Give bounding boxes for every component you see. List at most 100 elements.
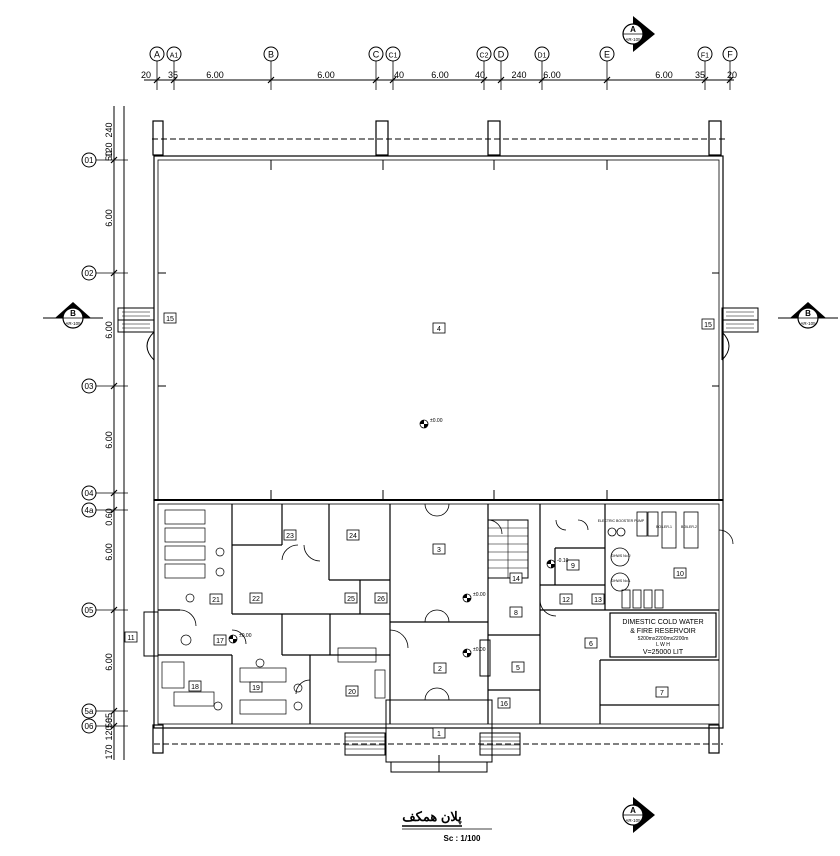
section-ref: AR-105 (800, 321, 816, 326)
left-dimensions: 240501206.006.006.000.606.006.0065120501… (104, 122, 114, 759)
grid-bubble-C1: C1 (385, 46, 401, 90)
room-tag: 26 (374, 592, 388, 604)
drawing-title: پلان همکف Sc : 1/100 (402, 809, 492, 843)
dimension-text: 35 (168, 70, 178, 80)
dimension-text: 6.00 (104, 209, 114, 227)
room-tag: 9 (566, 559, 580, 571)
grid-label: B (268, 50, 274, 60)
grid-label: D1 (538, 53, 547, 60)
room-tag: 24 (346, 529, 360, 541)
grid-bubble-02: 02 (81, 265, 128, 281)
dimension-text: 120 (104, 142, 114, 157)
grid-bubble-A: A (149, 46, 165, 90)
grid-label: 5a (85, 707, 94, 716)
room-tag: 6 (584, 637, 598, 649)
dimension-text: 20 (727, 70, 737, 80)
dimension-text: 170 (104, 744, 114, 759)
room-tag: 25 (344, 592, 358, 604)
grid-bubble-5a: 5a (81, 703, 128, 719)
room-tag: 16 (497, 697, 511, 709)
dimension-text: 6.00 (431, 70, 449, 80)
dimension-text: 6.00 (104, 431, 114, 449)
level-markers: ±0.00±0.00±0.00±0.00-0.10 (228, 418, 569, 658)
dimension-text: 6.00 (317, 70, 335, 80)
grid-bubble-A1: A1 (166, 46, 182, 90)
level-value: ±0.00 (473, 592, 486, 598)
grid-bubble-04: 04 (81, 485, 128, 501)
room-number: 24 (349, 533, 357, 540)
room-tag: 12 (559, 593, 573, 605)
section-mark-B: B AR-105 (778, 302, 838, 329)
room-number: 3 (437, 547, 441, 554)
room-tag: 8 (509, 606, 523, 618)
dimension-text: 40 (475, 70, 485, 80)
equipment-label: DHWS No.2 (611, 554, 630, 558)
dimension-text: 240 (104, 122, 114, 137)
grid-label: A (154, 50, 160, 60)
grid-bubble-03: 03 (81, 378, 128, 394)
room-number: 13 (594, 597, 602, 604)
room-number: 7 (660, 690, 664, 697)
equipment-label: ELECTRIC BOOSTER PUMP (598, 519, 645, 523)
room-number: 2 (438, 666, 442, 673)
building-outline (113, 79, 759, 773)
level-value: ±0.00 (473, 647, 486, 653)
equipment-label: BOILER-2 (681, 525, 697, 529)
dimension-text: 6.00 (543, 70, 561, 80)
dimension-text: 6.00 (206, 70, 224, 80)
reservoir-line-1: DIMESTIC COLD WATER (622, 619, 703, 626)
room-number: 22 (252, 596, 260, 603)
section-ref: AR-105 (625, 37, 641, 42)
section-letter: A (630, 25, 636, 34)
room-number: 9 (571, 563, 575, 570)
room-number: 21 (212, 597, 220, 604)
drawing-scale: Sc : 1/100 (444, 834, 481, 843)
grid-bubble-D: D (493, 46, 509, 90)
room-tag: 17 (213, 634, 227, 646)
room-number: 11 (127, 635, 134, 642)
grid-label: 01 (85, 156, 94, 165)
room-number: 25 (347, 596, 355, 603)
level-marker: ±0.00 (462, 592, 486, 603)
reservoir-line-4: L W H (656, 642, 670, 648)
grid-bubble-01: 01 (81, 152, 128, 168)
grid-bubble-05: 05 (81, 602, 128, 618)
room-tag: 23 (283, 529, 297, 541)
room-number: 18 (191, 684, 199, 691)
grid-label: 05 (85, 606, 94, 615)
grid-bubble-C: C (368, 46, 384, 90)
grid-label: C (373, 50, 380, 60)
room-number: 20 (348, 689, 356, 696)
grid-label: C2 (480, 53, 489, 60)
reservoir-label: DIMESTIC COLD WATER & FIRE RESERVOIR 520… (622, 619, 703, 656)
room-number: 15 (166, 316, 174, 323)
room-number: 15 (704, 322, 712, 329)
section-letter: B (805, 309, 811, 318)
room-number: 8 (514, 610, 518, 617)
room-tag: 20 (345, 685, 359, 697)
level-value: ±0.00 (239, 633, 252, 639)
room-tag: 18 (188, 680, 202, 692)
level-marker: -0.10 (546, 558, 569, 569)
grid-label: 02 (85, 269, 94, 278)
room-tag: 19 (249, 681, 263, 693)
section-mark-A: A AR-105 (622, 16, 655, 52)
room-tag: 5 (511, 661, 525, 673)
reservoir-line-2: & FIRE RESERVOIR (630, 628, 696, 635)
room-number: 14 (512, 576, 520, 583)
grid-label: A1 (170, 53, 179, 60)
grid-bubble-4a: 4a (81, 502, 128, 518)
room-number: 10 (676, 571, 684, 578)
grid-bubble-F1: F1 (697, 46, 713, 90)
room-tag: 15 (701, 318, 715, 330)
room-tag: 3 (432, 543, 446, 555)
level-value: -0.10 (557, 558, 569, 564)
room-number: 26 (377, 596, 385, 603)
grid-label: F (727, 50, 733, 60)
equipment-label: BOILER-1 (656, 525, 672, 529)
room-tag: 22 (249, 592, 263, 604)
equipment-labels: ELECTRIC BOOSTER PUMP BOILER-1 BOILER-2DHW… (598, 519, 697, 583)
